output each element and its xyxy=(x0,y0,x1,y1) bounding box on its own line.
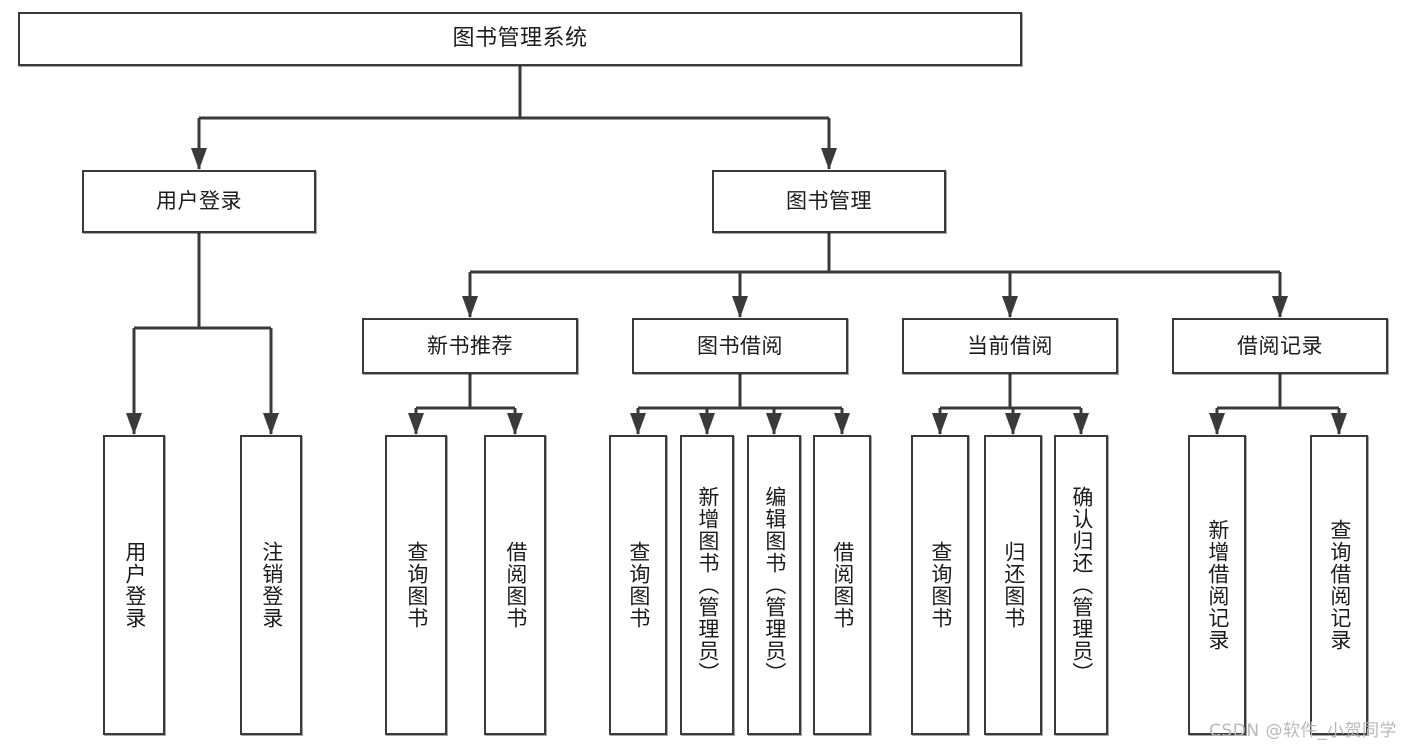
node-borrow-record[interactable]: 借阅记录 xyxy=(1172,318,1388,374)
arrow-head-book-manage-3 xyxy=(1272,296,1288,318)
node-user-login[interactable]: 用户登录 xyxy=(82,170,316,233)
node-current-borrow[interactable]: 当前借阅 xyxy=(902,318,1118,374)
node-leaf-cb-confirm[interactable]: 确认归还（管理员） xyxy=(1054,435,1108,735)
node-label: 新书推荐 xyxy=(427,333,513,358)
arrow-head-book-borrow-3 xyxy=(834,413,850,435)
node-leaf-bb-add[interactable]: 新增图书（管理员） xyxy=(680,435,734,735)
node-leaf-user-login[interactable]: 用户登录 xyxy=(103,435,165,735)
node-leaf-br-add[interactable]: 新增借阅记录 xyxy=(1188,435,1246,735)
node-label: 查询图书 xyxy=(626,541,651,629)
node-label: 图书管理系统 xyxy=(452,26,588,52)
node-leaf-user-logout[interactable]: 注销登录 xyxy=(240,435,302,735)
node-label: 查询借阅记录 xyxy=(1327,519,1352,651)
arrow-head-borrow-record-1 xyxy=(1331,413,1347,435)
node-label: 用户登录 xyxy=(156,189,242,214)
node-label: 图书管理 xyxy=(786,189,872,214)
node-label: 图书借阅 xyxy=(697,333,783,358)
arrow-head-current-borrow-0 xyxy=(932,413,948,435)
arrow-head-book-borrow-0 xyxy=(630,413,646,435)
node-label: 借阅记录 xyxy=(1237,333,1323,358)
arrow-head-current-borrow-2 xyxy=(1073,413,1089,435)
arrow-head-user-login-0 xyxy=(126,413,142,435)
node-leaf-bb-borrow[interactable]: 借阅图书 xyxy=(813,435,871,735)
node-leaf-cb-return[interactable]: 归还图书 xyxy=(984,435,1042,735)
csdn-watermark: CSDN @软件_小贺同学 xyxy=(1209,721,1397,741)
node-leaf-br-query[interactable]: 查询借阅记录 xyxy=(1310,435,1368,735)
arrow-head-book-manage-0 xyxy=(462,296,478,318)
node-leaf-bb-edit[interactable]: 编辑图书（管理员） xyxy=(747,435,801,735)
node-label: 当前借阅 xyxy=(967,333,1053,358)
node-label: 注销登录 xyxy=(259,541,284,629)
arrow-head-new-book-rec-1 xyxy=(507,413,523,435)
arrow-head-root-0 xyxy=(191,148,207,170)
node-label: 确认归还（管理员） xyxy=(1069,486,1094,684)
arrow-head-user-login-1 xyxy=(263,413,279,435)
node-label: 编辑图书（管理员） xyxy=(762,486,787,684)
node-label: 归还图书 xyxy=(1001,541,1026,629)
node-book-manage[interactable]: 图书管理 xyxy=(712,170,946,233)
node-leaf-rec-query[interactable]: 查询图书 xyxy=(385,435,447,735)
arrow-head-book-manage-2 xyxy=(1002,296,1018,318)
node-leaf-cb-query[interactable]: 查询图书 xyxy=(911,435,969,735)
node-book-borrow[interactable]: 图书借阅 xyxy=(632,318,848,374)
node-label: 新增图书（管理员） xyxy=(695,486,720,684)
arrow-head-new-book-rec-0 xyxy=(408,413,424,435)
node-new-book-rec[interactable]: 新书推荐 xyxy=(362,318,578,374)
arrow-head-book-borrow-1 xyxy=(699,413,715,435)
node-label: 借阅图书 xyxy=(830,541,855,629)
node-label: 新增借阅记录 xyxy=(1205,519,1230,651)
arrow-head-book-borrow-2 xyxy=(766,413,782,435)
node-leaf-rec-borrow[interactable]: 借阅图书 xyxy=(484,435,546,735)
arrow-head-book-manage-1 xyxy=(732,296,748,318)
node-leaf-bb-query[interactable]: 查询图书 xyxy=(609,435,667,735)
node-label: 查询图书 xyxy=(404,541,429,629)
arrow-head-borrow-record-0 xyxy=(1209,413,1225,435)
node-label: 借阅图书 xyxy=(503,541,528,629)
node-label: 用户登录 xyxy=(122,541,147,629)
arrow-head-current-borrow-1 xyxy=(1005,413,1021,435)
arrow-head-root-1 xyxy=(821,148,837,170)
node-root[interactable]: 图书管理系统 xyxy=(18,12,1022,66)
node-label: 查询图书 xyxy=(928,541,953,629)
